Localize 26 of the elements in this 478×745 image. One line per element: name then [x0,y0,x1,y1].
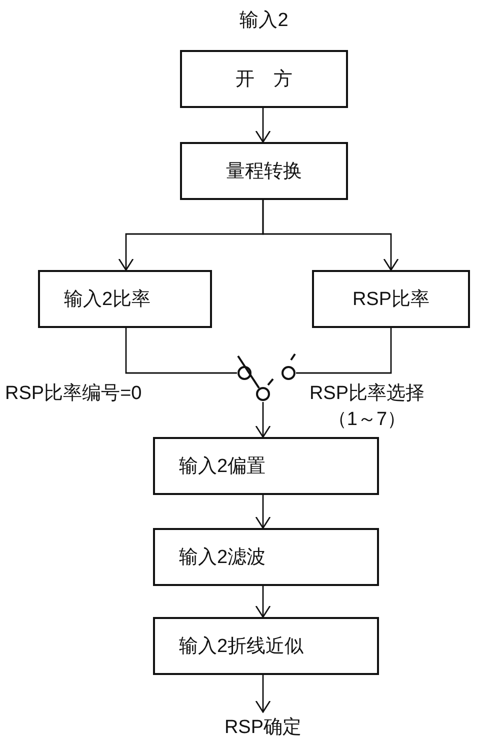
box-label: 输入2折线近似 [179,635,304,659]
box-label: RSP比率 [352,288,430,312]
process-box [38,270,212,328]
arrow [262,200,399,271]
process-box [153,528,379,586]
input-label: RSP比率编号=0 [5,382,143,406]
process-box [153,617,379,675]
arrow [255,675,271,713]
box-label: 输入2比率 [64,288,151,312]
process-box [312,270,470,328]
output-label: RSP确定 [224,716,302,740]
process-box [153,437,379,495]
connector-line [125,328,237,374]
box-label: 输入2偏置 [179,455,266,479]
connector-line [296,328,392,374]
box-label: 开 方 [236,68,292,92]
input-label: RSP比率选择（1～7） [308,382,426,432]
box-label: 量程转换 [226,160,302,184]
arrow [255,586,271,618]
process-box [180,142,348,200]
input-label: 输入2 [238,9,290,33]
box-label: 输入2滤波 [179,546,266,570]
arrow [255,495,271,529]
arrow [255,108,271,143]
arrow [255,402,271,438]
process-box [180,50,348,108]
